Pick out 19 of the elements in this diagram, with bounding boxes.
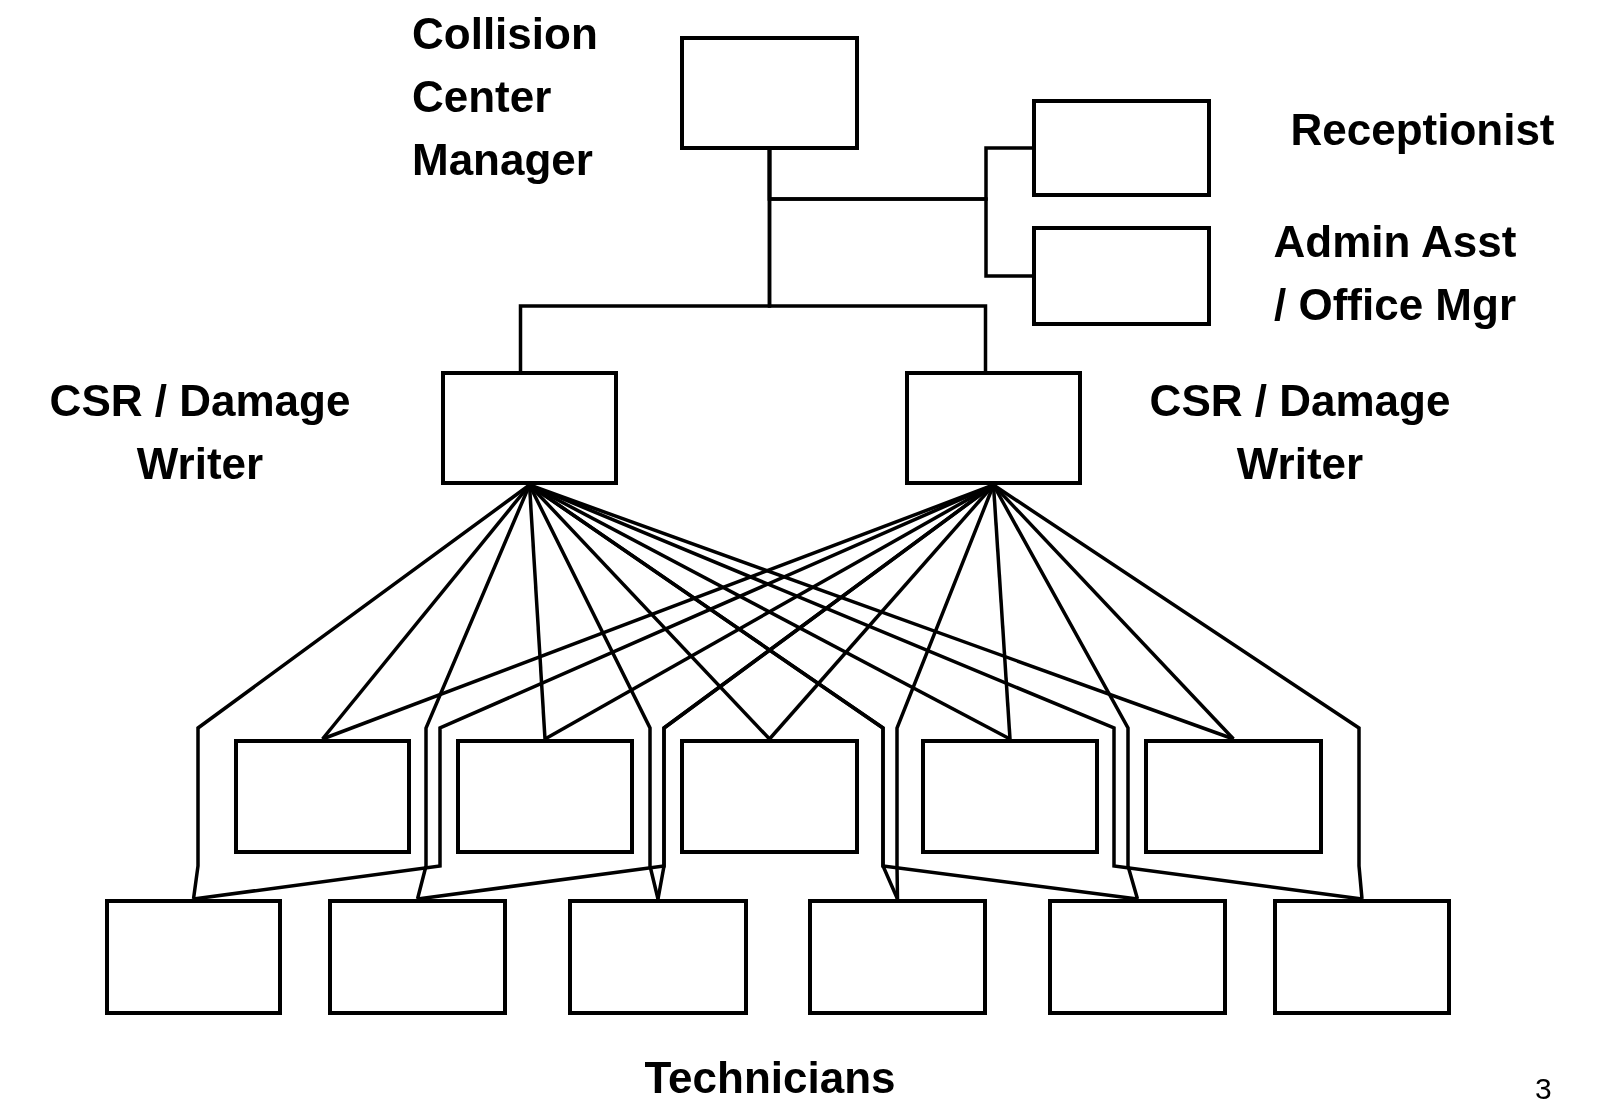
org-box (1144, 739, 1323, 854)
org-box (328, 899, 507, 1015)
org-box (921, 739, 1099, 854)
role-label: Admin Asst / Office Mgr (1272, 216, 1518, 331)
role-label: CSR / Damage Writer (1148, 375, 1452, 490)
org-box (568, 899, 748, 1015)
org-box (680, 739, 859, 854)
role-label: Receptionist (1289, 104, 1556, 156)
group-label: Technicians (643, 1052, 897, 1104)
role-label: Collision Center Manager (412, 8, 599, 186)
org-box (105, 899, 282, 1015)
role-label: CSR / Damage Writer (48, 375, 352, 490)
org-box (456, 739, 634, 854)
org-box (1273, 899, 1451, 1015)
org-box (234, 739, 411, 854)
org-box (1048, 899, 1227, 1015)
connector-line (767, 150, 988, 371)
org-box (808, 899, 987, 1015)
page-number: 3 (1535, 1072, 1552, 1106)
